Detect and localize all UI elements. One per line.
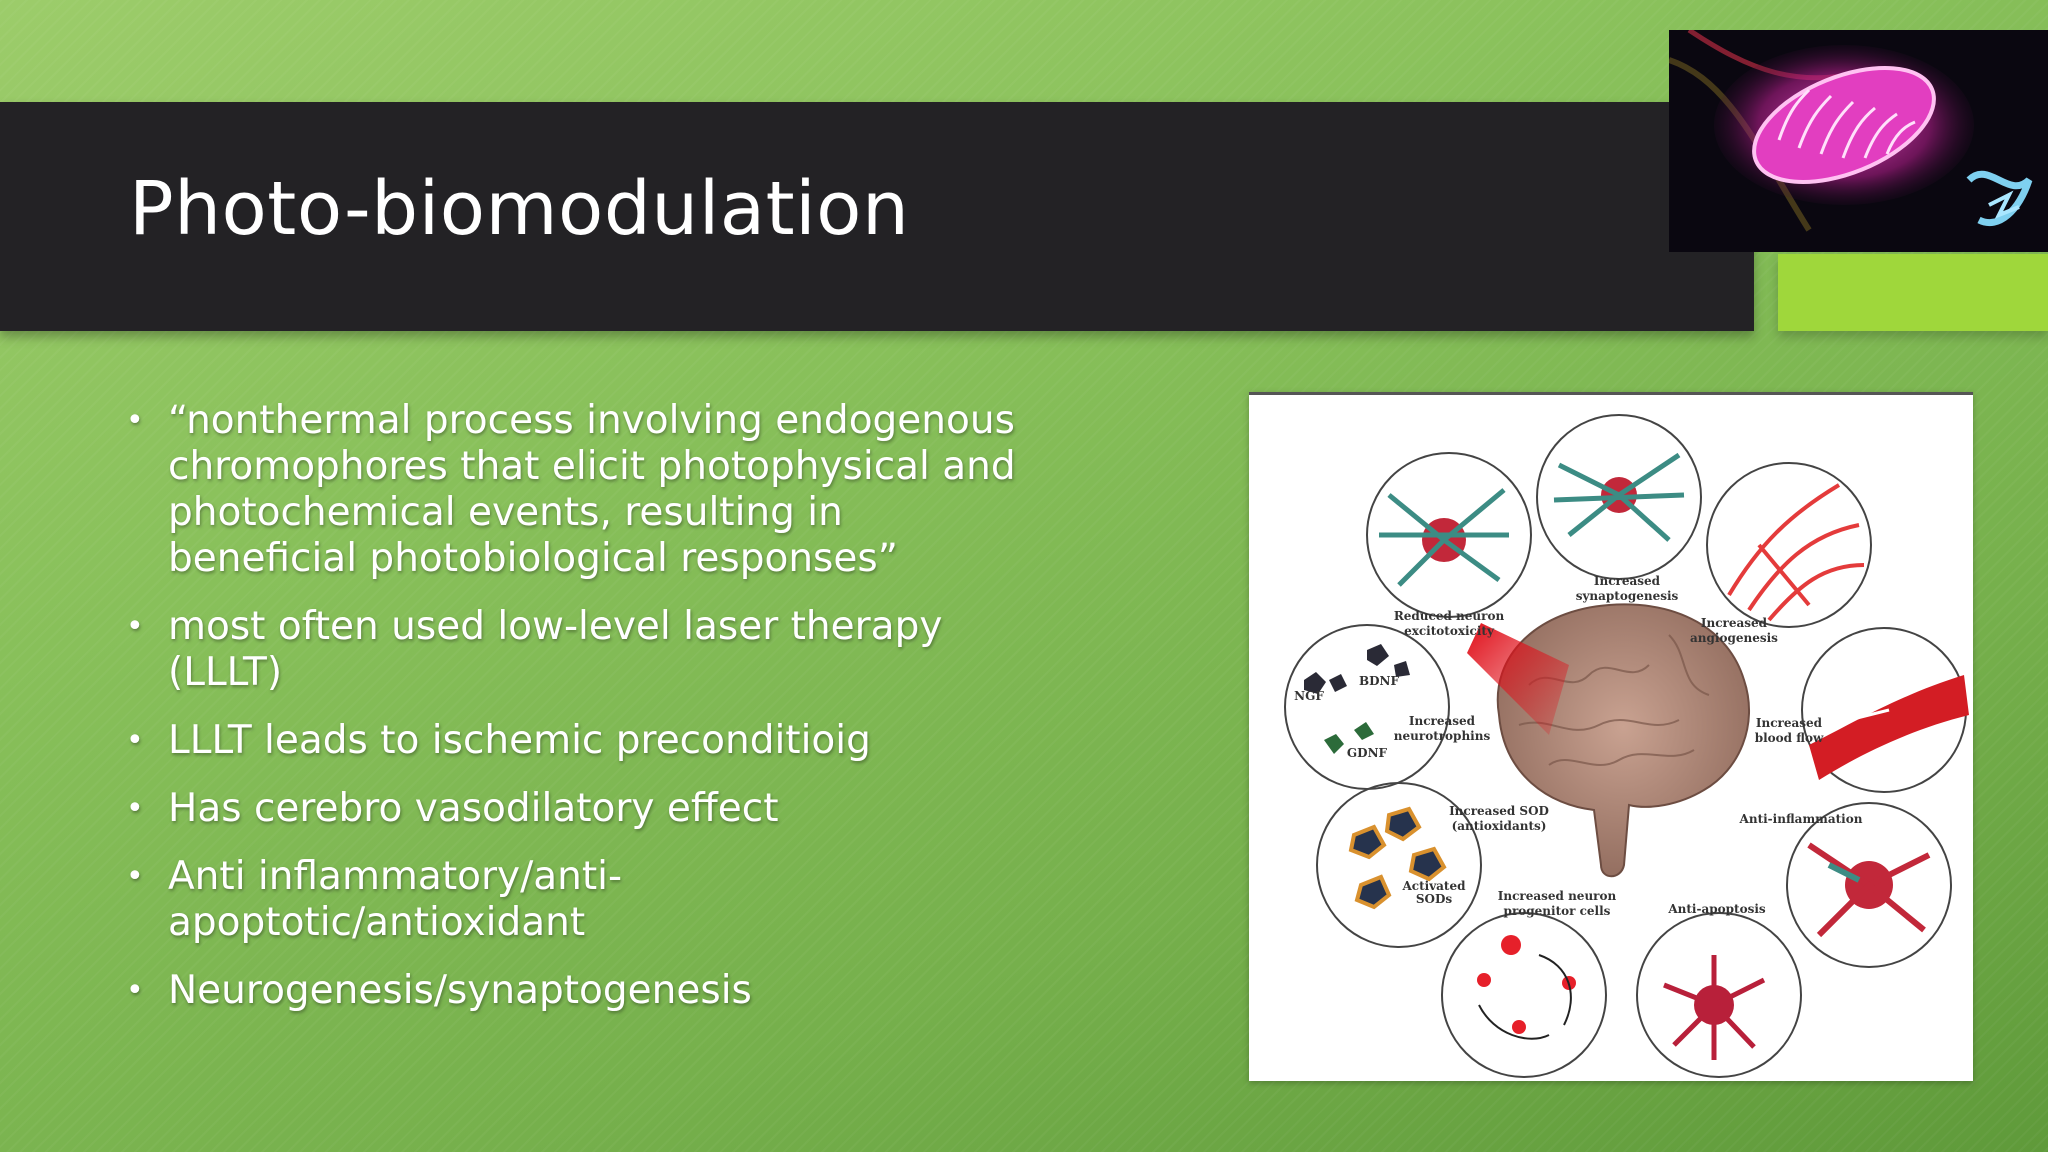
synaptogenesis-circle	[1536, 414, 1702, 580]
bullet-item: Has cerebro vasodilatory effect	[124, 786, 1024, 832]
progenitor-circle	[1441, 912, 1607, 1078]
anti-inflammation-circle	[1786, 802, 1952, 968]
bullet-item: most often used low-level laser therapy …	[124, 604, 1024, 696]
neurotrophins-circle	[1284, 624, 1450, 790]
bullet-item: Neurogenesis/synaptogenesis	[124, 968, 1024, 1014]
mitochondria-image	[1669, 30, 2048, 252]
anti-apoptosis-circle	[1636, 912, 1802, 1078]
progenitor-cells-art	[1477, 935, 1576, 1040]
bullet-item: LLLT leads to ischemic preconditioig	[124, 718, 1024, 764]
laser-beam	[1467, 623, 1569, 735]
label-progenitor: Increased neuron	[1498, 889, 1617, 903]
excitotoxicity-circle	[1366, 452, 1532, 618]
label-reduced-excitotoxicity: Reduced neuron	[1394, 609, 1505, 623]
label-angiogenesis: Increased	[1701, 616, 1768, 630]
bullet-list: “nonthermal process involving endogenous…	[124, 398, 1024, 1036]
title-bar	[0, 102, 1754, 331]
label-activated-sods: Activated	[1401, 879, 1466, 893]
sod-circle	[1316, 782, 1482, 948]
label-neurotrophins: Increased	[1409, 714, 1476, 728]
angiogenesis-circle	[1706, 462, 1872, 628]
neuron-excitotoxicity-art	[1379, 488, 1509, 587]
neurotrophin-molecules-art	[1304, 644, 1410, 754]
bullet-item: “nonthermal process involving endogenous…	[124, 398, 1024, 582]
label-gdnf: GDNF	[1347, 746, 1388, 760]
synapse-art	[1553, 452, 1685, 542]
label-ngf: NGF	[1294, 689, 1324, 703]
activated-sod-art	[1348, 806, 1447, 910]
apoptosis-neuron-art	[1663, 955, 1766, 1060]
label-blood-flow: Increased	[1756, 716, 1823, 730]
label-synaptogenesis: Increased	[1594, 574, 1661, 588]
slide-title: Photo-biomodulation	[129, 166, 910, 252]
label-sod: Increased SOD	[1449, 804, 1549, 818]
label-bdnf: BDNF	[1359, 674, 1400, 688]
bullet-item: Anti inflammatory/anti-apoptotic/antioxi…	[124, 854, 1024, 946]
accent-block	[1778, 254, 2048, 331]
label-anti-apoptosis: Anti-apoptosis	[1667, 902, 1766, 916]
brain-illustration	[1496, 603, 1750, 878]
label-anti-inflammation: Anti-inflammation	[1739, 812, 1863, 826]
inflammation-neuron-art	[1807, 842, 1931, 938]
svg-text:Increased SOD(antioxidants): Increased SOD(antioxidants)	[1449, 804, 1549, 833]
blood-vessel-art	[1809, 675, 1969, 780]
vessels-art	[1727, 483, 1865, 622]
